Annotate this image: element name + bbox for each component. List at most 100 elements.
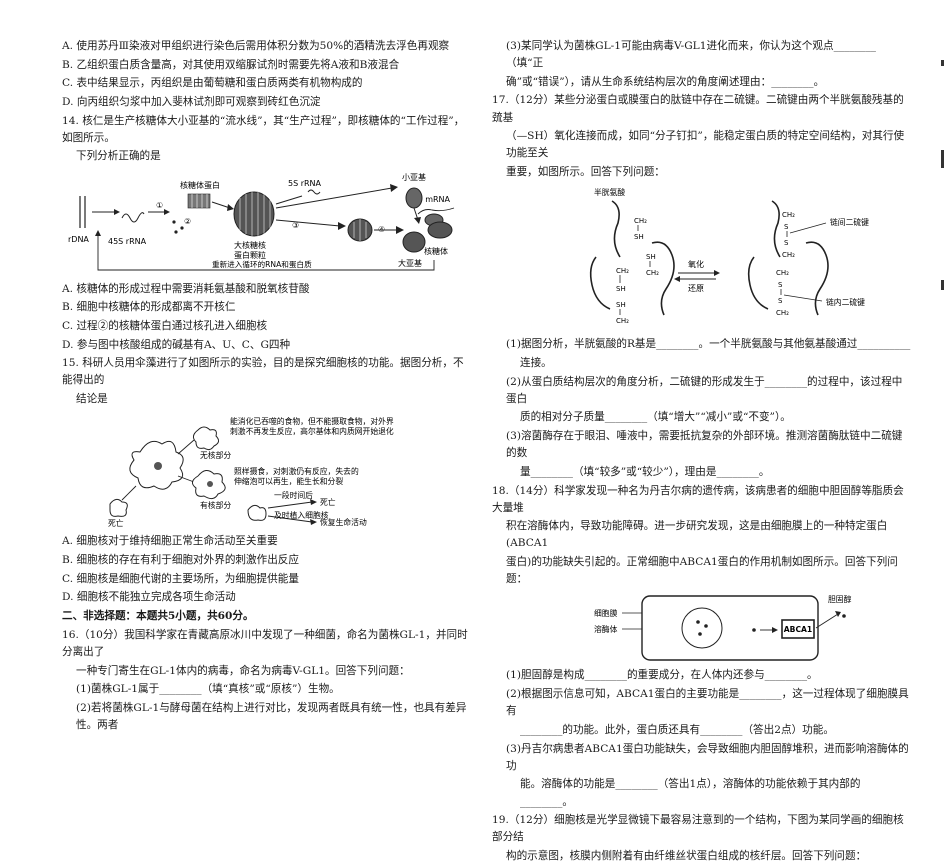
q18-stem-3: 蛋白)的功能缺失引起的。正常细胞中ABCA1蛋白的作用机制如图所示。回答下列问题… <box>506 556 898 586</box>
ch2-label-7: CH₂ <box>776 269 789 277</box>
membrane-label: 细胞膜 <box>594 608 618 618</box>
recover-label: 恢复生命活动 <box>320 517 367 527</box>
large-subunit-label: 大亚基 <box>398 258 422 268</box>
q14-option-b: B. 细胞中核糖体的形成都离不开核仁 <box>62 301 236 314</box>
lysosome-label: 溶酶体 <box>594 624 618 634</box>
q15-option-c: C. 细胞核是细胞代谢的主要场所，为细胞提供能量 <box>62 572 299 585</box>
abca1-label: ABCA1 <box>784 625 812 634</box>
q17-stem: 17.（12分）某些分泌蛋白或膜蛋白的肽链中存在二硫键。二硫键由两个半胱氨酸残基… <box>492 94 904 124</box>
q19-stem-2: 构的示意图，核膜内侧附着有由纤维丝状蛋白组成的核纤层。回答下列问题： <box>506 850 867 862</box>
q17-stem-3: 重要，如图所示。回答下列问题： <box>506 166 665 179</box>
disulfide-bond-figure: 半胱氨酸 CH₂ SH SH CH₂ CH₂ SH SH CH₂ 氧化 <box>492 183 912 333</box>
s-label-3: S <box>778 281 783 289</box>
step-1-label: ① <box>156 201 163 210</box>
nonuclear-part-label: 无核部分 <box>200 450 231 460</box>
cysteine-label: 半胱氨酸 <box>594 187 625 197</box>
amoeba-experiment-figure: 无核部分 能消化已吞噬的食物，但不能摄取食物，对外界 刺激不再发生反应，高尔基体… <box>62 410 470 530</box>
s-label-1: S <box>784 223 789 231</box>
interchain-bond-label: 链间二硫键 <box>830 217 869 227</box>
rrna-45s-label: 45S rRNA <box>108 237 147 246</box>
mrna-label: mRNA <box>425 195 450 204</box>
nonuclear-result-1: 能消化已吞噬的食物，但不能摄取食物，对外界 <box>230 416 394 426</box>
q19-stem: 19.（12分）细胞核是光学显微镜下最容易注意到的一个结构，下图为某同学画的细胞… <box>492 814 904 844</box>
large-precursor-label-2: 蛋白颗粒 <box>234 250 266 260</box>
death-label-1: 死亡 <box>108 518 124 528</box>
reduction-label: 还原 <box>688 283 704 293</box>
q15-option-b: B. 细胞核的存在有利于细胞对外界的刺激作出反应 <box>62 553 299 566</box>
q14-option-c: C. 过程②的核糖体蛋白通过核孔进入细胞核 <box>62 319 268 332</box>
oxidation-label: 氧化 <box>688 259 704 269</box>
q17-part-3-2: 量________（填“较多”或“较少”），理由是________。 <box>520 465 770 478</box>
nuclear-result-2: 伸缩泡可以再生，能生长和分裂 <box>234 476 343 486</box>
q15-option-d: D. 细胞核不能独立完成各项生命活动 <box>62 591 236 604</box>
step-3-label: ③ <box>292 221 299 230</box>
q17-part-1-2: 连接。 <box>520 356 552 369</box>
sh-label-3: SH <box>616 285 626 293</box>
q14-stem: 14. 核仁是生产核糖体大小亚基的“流水线”，其“生产过程”，即核糖体的“工作过… <box>62 114 465 144</box>
q16-stem: 16.（10分）我国科学家在青藏高原冰川中发现了一种细菌，命名为菌株GL-1，并… <box>62 628 468 659</box>
rdna-label: rDNA <box>68 235 89 244</box>
sh-label-2: SH <box>646 253 656 261</box>
q15-stem-2: 结论是 <box>76 393 108 406</box>
q16-part-1: (1)菌株GL-1属于________（填“真核”或“原核”）生物。 <box>76 683 340 696</box>
right-column: (3)某同学认为菌株GL-1可能由病毒V-GL1进化而来，你认为这个观点____… <box>492 38 912 867</box>
q14-stem-2: 下列分析正确的是 <box>76 150 161 163</box>
q13-option-c: C. 表中结果显示，丙组织是由葡萄糖和蛋白质两类有机物构成的 <box>62 77 363 90</box>
q15-option-a: A. 细胞核对于维持细胞正常生命活动至关重要 <box>62 535 278 548</box>
small-subunit-label: 小亚基 <box>402 172 426 182</box>
q16-stem-2: 一种专门寄生在GL-1体内的病毒，命名为病毒V-GL1。回答下列问题： <box>76 664 410 677</box>
s-label-4: S <box>778 297 783 305</box>
q13-option-b: B. 乙组织蛋白质含量高，对其使用双缩脲试剂时需要先将A液和B液混合 <box>62 58 400 71</box>
large-precursor-label: 大核糖核 <box>234 240 266 250</box>
q18-part-3-2: 能。溶酶体的功能是________（答出1点），溶酶体的功能依赖于其内部的___… <box>520 778 861 808</box>
q17-part-3: (3)溶菌酶存在于眼泪、唾液中，需要抵抗复杂的外部环境。推测溶菌酶肽链中二硫键的… <box>506 430 903 460</box>
q17-part-2: (2)从蛋白质结构层次的角度分析，二硫键的形成发生于________的过程中，该… <box>506 375 903 405</box>
after-time-label: 一段时间后 <box>274 490 313 500</box>
ribosome-label: 核糖体 <box>424 246 448 256</box>
q13-option-d: D. 向丙组织匀浆中加入斐林试剂即可观察到砖红色沉淀 <box>62 95 321 108</box>
ch2-label-8: CH₂ <box>776 309 789 317</box>
sh-label-4: SH <box>616 301 626 309</box>
left-column: A. 使用苏丹Ⅲ染液对甲组织进行染色后需用体积分数为50%的酒精洗去浮色再观察 … <box>62 38 470 736</box>
edge-mark <box>941 60 944 66</box>
rrna-5s-label: 5S rRNA <box>288 179 322 188</box>
ch2-label-6: CH₂ <box>782 251 795 259</box>
q18-stem-2: 积在溶酶体内，导致功能障碍。进一步研究发现，这是由细胞膜上的一种特定蛋白(ABC… <box>506 520 888 550</box>
recycle-label: 重新进入循环的RNA和蛋白质 <box>212 259 312 269</box>
step-2-label: ② <box>184 217 191 226</box>
cholesterol-label: 胆固醇 <box>828 594 852 604</box>
q13-option-a: A. 使用苏丹Ⅲ染液对甲组织进行染色后需用体积分数为50%的酒精洗去浮色再观察 <box>62 40 450 52</box>
nuclear-result-1: 照样摄食，对刺激仍有反应，失去的 <box>234 466 359 476</box>
ribosome-assembly-figure: rDNA 45S rRNA ① 核糖体蛋白 ② <box>62 168 470 278</box>
q16-part-2: (2)若将菌株GL-1与酵母菌在结构上进行对比，发现两者既具有统一性，也具有差异… <box>76 702 467 732</box>
q17-part-1: (1)据图分析，半胱氨酸的R基是________。一个半胱氨酸与其他氨基酸通过_… <box>506 338 911 351</box>
abca1-mechanism-figure: 细胞膜 溶酶体 ABCA1 胆固醇 <box>492 590 912 664</box>
edge-mark <box>941 280 944 290</box>
ch2-label-2: CH₂ <box>646 269 659 277</box>
ch2-label-3: CH₂ <box>616 267 629 275</box>
exam-page: A. 使用苏丹Ⅲ染液对甲组织进行染色后需用体积分数为50%的酒精洗去浮色再观察 … <box>62 40 944 862</box>
section-2-heading: 二、非选择题：本题共5小题，共60分。 <box>62 610 254 623</box>
q14-option-d: D. 参与图中核酸组成的碱基有A、U、C、G四种 <box>62 338 291 351</box>
intrachain-bond-label: 链内二硫键 <box>826 297 865 307</box>
q18-stem: 18.（14分）科学家发现一种名为丹吉尔病的遗传病，该病患者的细胞中胆固醇等脂质… <box>492 484 904 514</box>
s-label-2: S <box>784 239 789 247</box>
nonuclear-result-2: 刺激不再发生反应，高尔基体和内质网开始退化 <box>230 426 394 436</box>
edge-mark <box>941 150 944 168</box>
sh-label-1: SH <box>634 233 644 241</box>
q18-part-2: (2)根据图示信息可知，ABCA1蛋白的主要功能是________，这一过程体现… <box>506 688 909 718</box>
q15-stem: 15. 科研人员用伞藻进行了如图所示的实验，目的是探究细胞核的功能。据图分析，不… <box>62 357 464 387</box>
ch2-label-4: CH₂ <box>616 317 629 325</box>
q18-part-3: (3)丹吉尔病患者ABCA1蛋白功能缺失，会导致细胞内胆固醇堆积，进而影响溶酶体… <box>506 742 909 772</box>
q16-part-3-2: 确”或“错误”），请从生命系统结构层次的角度阐述理由：________。 <box>506 75 825 88</box>
ch2-label-5: CH₂ <box>782 211 795 219</box>
ch2-label-1: CH₂ <box>634 217 647 225</box>
implant-nucleus-label: 及时植入细胞核 <box>274 510 329 520</box>
nuclear-part-label: 有核部分 <box>200 500 231 510</box>
q17-part-2-2: 质的相对分子质量________（填“增大”“减小”或“不变”）。 <box>520 411 791 424</box>
ribosomal-protein-label: 核糖体蛋白 <box>180 180 220 190</box>
q17-stem-2: （—SH）氧化连接而成，如同“分子钉扣”，能稳定蛋白质的特定空间结构，对其行使功… <box>506 130 905 160</box>
q14-option-a: A. 核糖体的形成过程中需要消耗氨基酸和脱氧核苷酸 <box>62 282 310 295</box>
q16-part-3: (3)某同学认为菌株GL-1可能由病毒V-GL1进化而来，你认为这个观点____… <box>506 40 876 70</box>
death-label-2: 死亡 <box>320 497 336 507</box>
